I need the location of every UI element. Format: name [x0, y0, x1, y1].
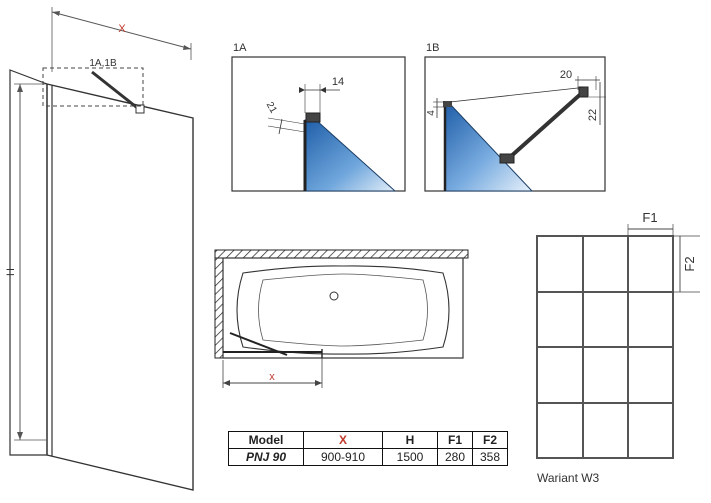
- col-f1-header: F1: [437, 431, 473, 449]
- stabilizer-bar: [91, 70, 141, 112]
- cell-f2: 358: [472, 448, 508, 466]
- variant-f1-label: F1: [642, 210, 657, 225]
- variant-grid: F1 F2: [536, 210, 700, 459]
- col-model-header: Model: [228, 431, 304, 449]
- col-h-header: H: [382, 431, 438, 449]
- detail-1a-title: 1A: [233, 42, 247, 54]
- detail-1b: 1B 20 22 4: [424, 42, 606, 192]
- plan-view: x: [214, 249, 469, 388]
- cell-f1: 280: [437, 448, 473, 466]
- detail-1b-glass-clamp: [499, 153, 515, 164]
- main-elevation: X H 1A,1B: [5, 7, 194, 491]
- spec-table-header: Model X H F1 F2: [228, 431, 508, 449]
- col-f2-header: F2: [472, 431, 508, 449]
- main-height-label: H: [5, 268, 17, 276]
- table-row: PNJ 90 900-910 1500 280 358: [228, 448, 508, 466]
- detail-1b-dim-left: 4: [426, 110, 437, 116]
- plan-side-wall: [214, 257, 224, 359]
- variant-f2-label: F2: [682, 256, 697, 271]
- main-callout-label: 1A,1B: [89, 58, 117, 69]
- plan-back-wall: [214, 249, 469, 259]
- col-x-header: X: [303, 431, 383, 449]
- cell-model: PNJ 90: [228, 448, 304, 466]
- cell-h: 1500: [382, 448, 438, 466]
- cell-x: 900-910: [303, 448, 383, 466]
- plan-width-label: x: [269, 371, 275, 383]
- detail-1a-clamp: [305, 112, 321, 123]
- detail-1a-dim-side: 21: [264, 100, 279, 116]
- bathtub-basin: [236, 265, 450, 355]
- detail-1b-wall-mount: [578, 86, 589, 98]
- bathtub-outline: [222, 257, 464, 359]
- spec-table: Model X H F1 F2 PNJ 90 900-910 1500 280 …: [228, 431, 508, 466]
- bathtub-drain: [329, 291, 339, 301]
- detail-1a-dim-top: 14: [332, 76, 344, 88]
- glass-panel: [46, 83, 194, 491]
- x-dimension-line: [51, 11, 192, 50]
- detail-1a: 1A 14 21: [231, 42, 406, 192]
- variant-caption: Wariant W3: [537, 471, 600, 485]
- detail-1b-title: 1B: [426, 42, 439, 54]
- plan-stabilizer: [229, 332, 288, 356]
- detail-1b-dim-top: 20: [560, 69, 572, 81]
- detail-callout-box: [42, 67, 144, 107]
- detail-1b-stabilizer-bar: [507, 90, 585, 160]
- detail-1b-dim-side: 22: [587, 109, 599, 121]
- main-width-label: X: [118, 23, 126, 35]
